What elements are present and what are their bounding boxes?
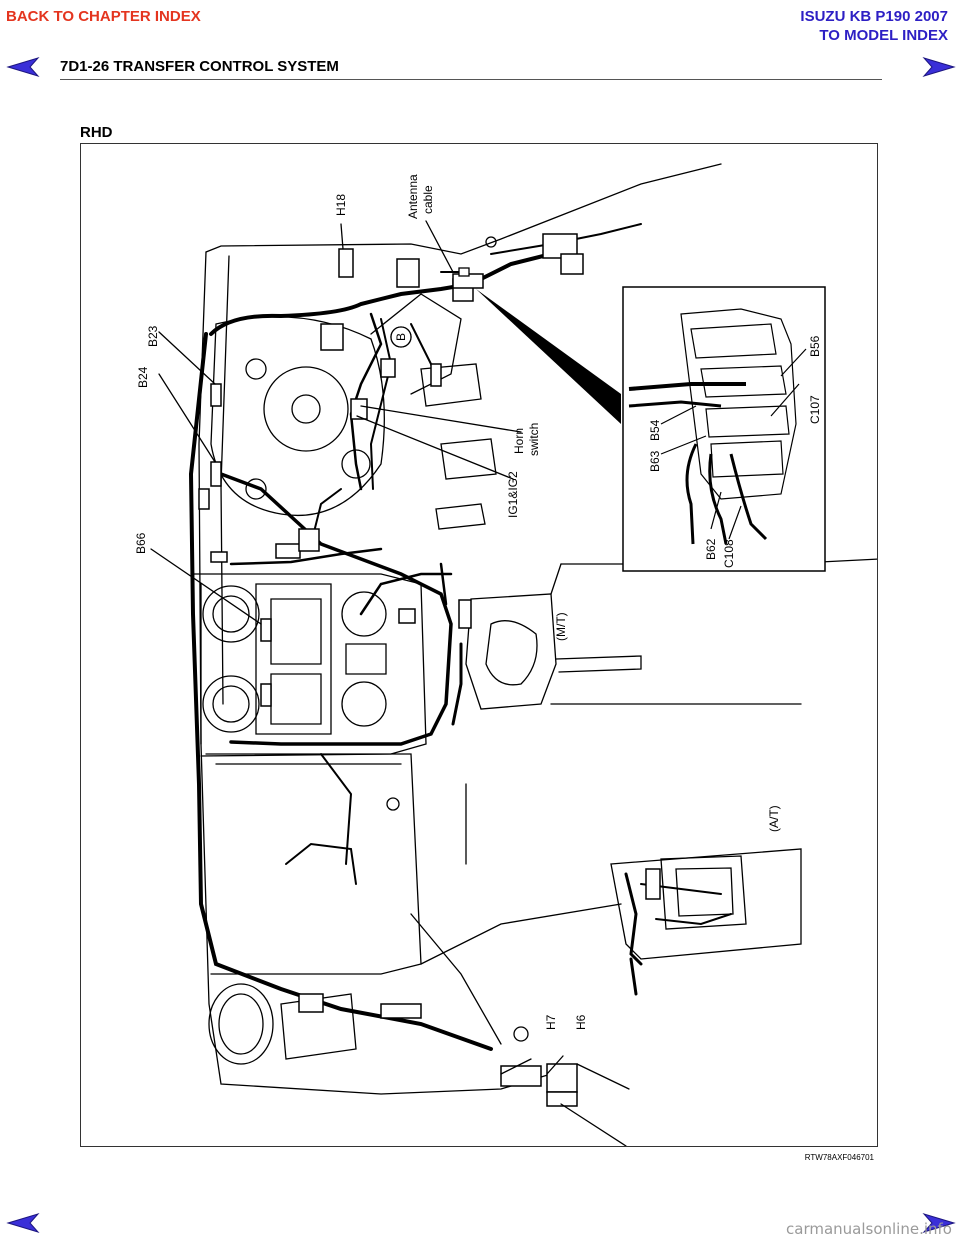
label-antenna-line1: Antenna	[406, 174, 420, 219]
label-h6: H6	[574, 1014, 588, 1030]
label-c108: C108	[722, 539, 736, 568]
label-b54: B54	[648, 419, 662, 441]
left-arrow-icon[interactable]	[6, 1212, 40, 1234]
label-b24: B24	[136, 366, 150, 388]
right-arrow-icon[interactable]	[922, 56, 956, 78]
left-arrow-icon[interactable]	[6, 56, 40, 78]
label-h18: H18	[334, 194, 348, 216]
label-antenna-line2: cable	[421, 185, 435, 214]
connector-detail-inset	[622, 286, 826, 572]
label-ig1-ig2: IG1&IG2	[506, 471, 520, 518]
label-b56: B56	[808, 335, 822, 357]
harness-illustration: B H18 Antenna cable B23 B24 B66 Horn swi…	[134, 163, 877, 1146]
b-circle-marker: B	[394, 333, 408, 341]
section-label: RHD	[80, 124, 113, 141]
label-b62: B62	[704, 538, 718, 560]
label-h7: H7	[544, 1014, 558, 1030]
page-title: 7D1-26 TRANSFER CONTROL SYSTEM	[60, 58, 339, 75]
wiring-harness-diagram: B H18 Antenna cable B23 B24 B66 Horn swi…	[80, 143, 878, 1147]
label-b23: B23	[146, 325, 160, 347]
label-horn-line1: Horn	[512, 428, 526, 454]
model-title-link[interactable]: ISUZU KB P190 2007	[800, 8, 948, 25]
watermark: carmanualsonline.info	[786, 1220, 952, 1238]
label-b66: B66	[134, 532, 148, 554]
label-mt: (M/T)	[554, 612, 568, 641]
right-arrow-icon[interactable]	[922, 1212, 956, 1234]
label-horn-line2: switch	[527, 423, 541, 456]
figure-code: RTW78AXF046701	[804, 1153, 874, 1162]
label-at: (A/T)	[767, 805, 781, 832]
label-b63: B63	[648, 450, 662, 472]
model-index-link[interactable]: TO MODEL INDEX	[819, 27, 948, 44]
label-c107: C107	[808, 395, 822, 424]
back-to-chapter-link[interactable]: BACK TO CHAPTER INDEX	[6, 8, 201, 25]
header-divider	[60, 79, 882, 80]
